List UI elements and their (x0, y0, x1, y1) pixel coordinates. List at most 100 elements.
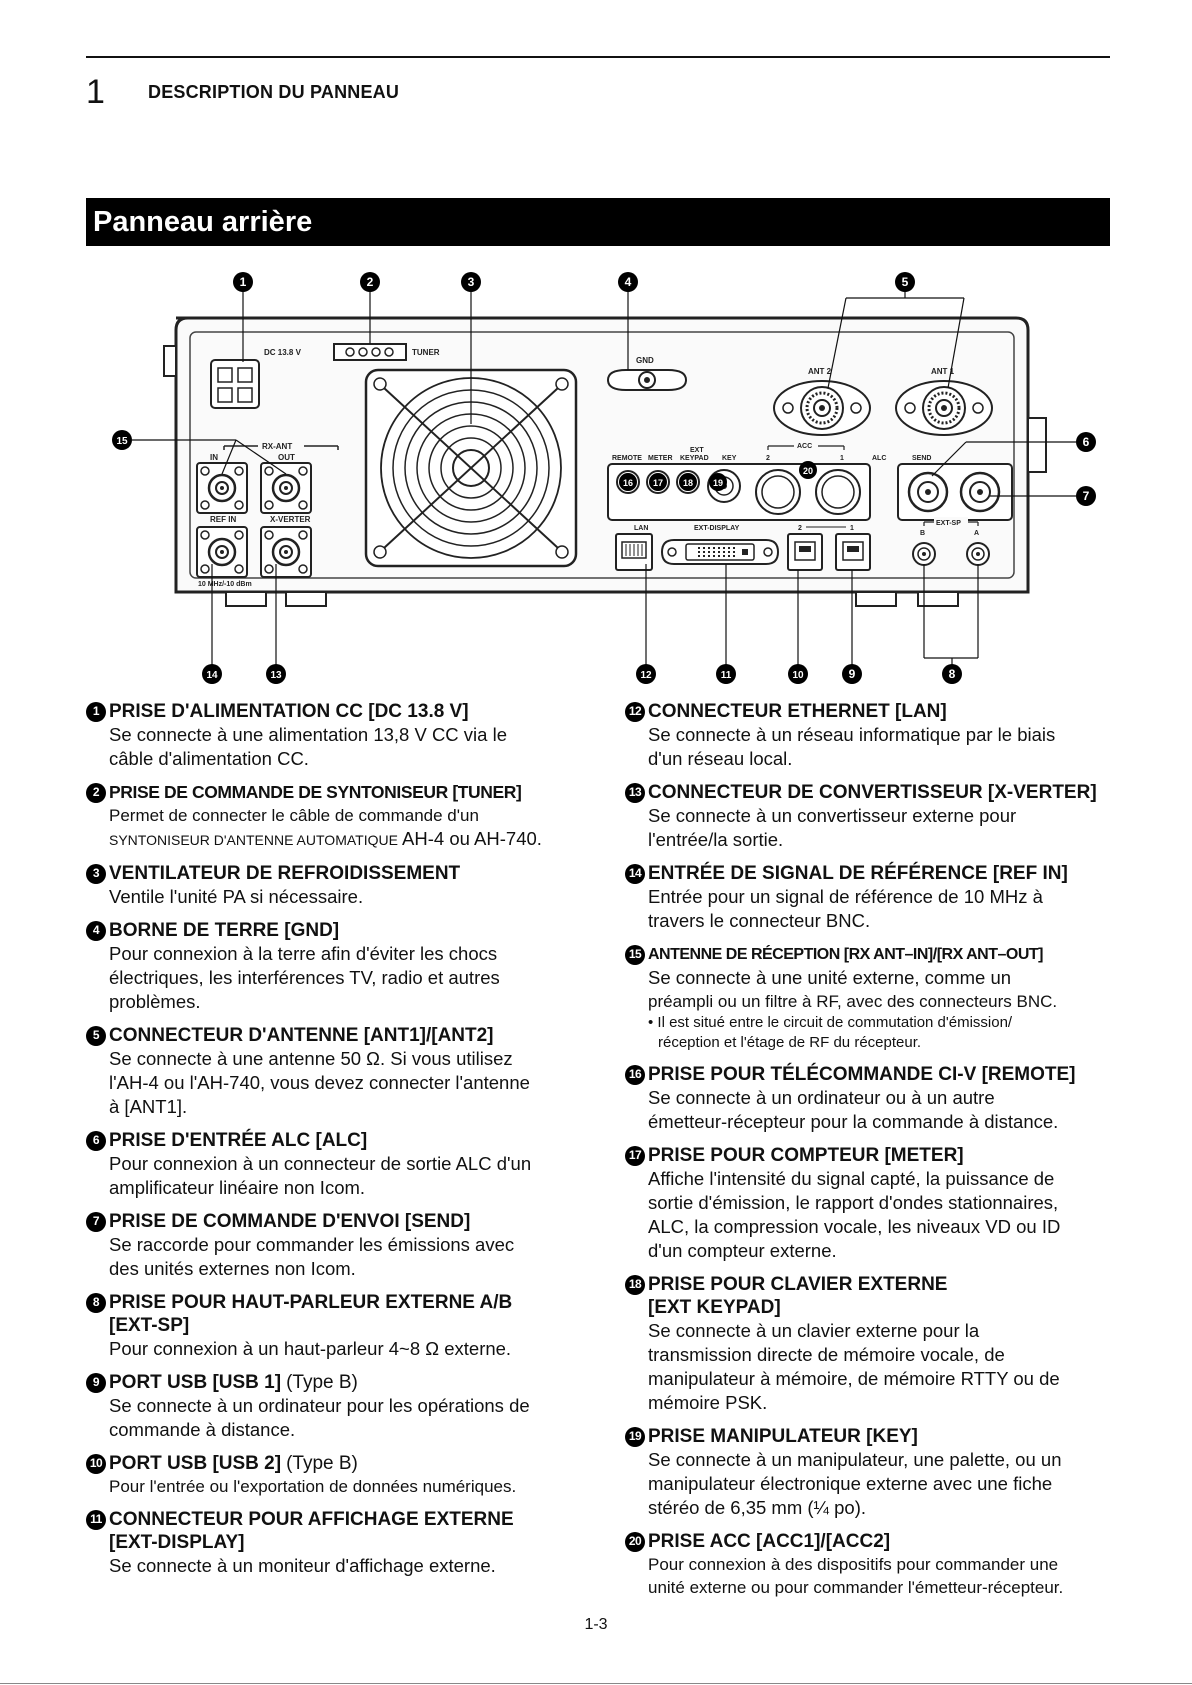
svg-text:5: 5 (902, 275, 909, 289)
item-title: PRISE POUR TÉLÉCOMMANDE CI-V [REMOTE] (648, 1064, 1076, 1085)
item-number: 13 (625, 782, 645, 803)
item-title-cont: [EXT KEYPAD] (648, 1297, 781, 1318)
callout-19: 19 (709, 473, 727, 491)
item-desc-line: l'entrée/la sortie. (648, 829, 784, 850)
callout-13: 13 (266, 664, 286, 684)
item-desc-line: mémoire PSK. (648, 1392, 768, 1413)
callout-4: 4 (618, 272, 638, 292)
item-number: 1 (86, 701, 106, 722)
label-alc: ALC (872, 455, 886, 462)
item-desc-line: Entrée pour un signal de référence de 10… (648, 886, 1043, 907)
item-number: 12 (625, 701, 645, 722)
item-title-cont: [EXT-SP] (109, 1315, 190, 1336)
svg-text:1: 1 (240, 275, 247, 289)
item-number: 5 (86, 1025, 106, 1046)
item-number: 18 (625, 1274, 645, 1295)
item-number: 9 (86, 1372, 106, 1393)
item-title: CONNECTEUR POUR AFFICHAGE EXTERNE (109, 1509, 514, 1530)
svg-text:12: 12 (640, 670, 652, 681)
svg-text:17: 17 (653, 478, 663, 488)
label-x-verter: X-VERTER (270, 515, 311, 524)
item-desc-line: émetteur-récepteur pour la commande à di… (648, 1111, 1059, 1132)
item-title: PRISE MANIPULATEUR [KEY] (648, 1426, 918, 1447)
item-desc-line: Se connecte à un moniteur d'affichage ex… (109, 1555, 496, 1576)
item-title: PRISE DE COMMANDE D'ENVOI [SEND] (109, 1211, 471, 1232)
item-desc-line: à [ANT1]. (109, 1096, 188, 1117)
item-desc-line: Se connecte à une alimentation 13,8 V CC… (109, 724, 507, 745)
svg-text:3: 3 (468, 275, 475, 289)
item-title: PORT USB [USB 1] (109, 1372, 282, 1393)
bottom-rule (0, 1683, 1192, 1684)
callout-20: 20 (799, 461, 817, 479)
item-desc-line: Se connecte à un convertisseur externe p… (648, 805, 1017, 826)
callout-18: 18 (679, 473, 697, 491)
top-rule (86, 56, 1110, 58)
label-rx-ant: RX-ANT (262, 442, 292, 451)
item-desc-line: Se connecte à un ordinateur ou à un autr… (648, 1087, 995, 1108)
svg-text:14: 14 (206, 670, 218, 681)
item-number: 7 (86, 1211, 106, 1232)
item-title: PRISE D'ALIMENTATION CC [DC 13.8 V] (109, 701, 469, 722)
item-number: 10 (86, 1453, 106, 1474)
callout-17: 17 (649, 473, 667, 491)
callout-15: 15 (112, 430, 132, 450)
label-remote: REMOTE (612, 455, 642, 462)
callout-3: 3 (461, 272, 481, 292)
callout-8: 8 (942, 664, 962, 684)
label-ext: EXT (690, 447, 704, 454)
item-desc-line: Se connecte à une antenne 50 Ω. Si vous … (109, 1048, 513, 1069)
svg-text:9: 9 (849, 667, 856, 681)
item-number: 19 (625, 1426, 645, 1447)
item-note-line: réception et l'étage de RF du récepteur. (658, 1034, 922, 1051)
item-desc-line: électriques, les interférences TV, radio… (109, 967, 500, 988)
item-title: PORT USB [USB 2] (109, 1453, 282, 1474)
item-desc-line: Ventile l'unité PA si nécessaire. (109, 886, 364, 907)
item-title: CONNECTEUR D'ANTENNE [ANT1]/[ANT2] (109, 1025, 494, 1046)
item-desc-line: Se connecte à un manipulateur, une palet… (648, 1449, 1062, 1470)
svg-text:13: 13 (270, 670, 282, 681)
label-acc2: 2 (766, 455, 770, 462)
callout-5: 5 (895, 272, 915, 292)
item-desc-line: problèmes. (109, 991, 201, 1012)
callout-2: 2 (360, 272, 380, 292)
svg-text:15: 15 (116, 436, 128, 447)
svg-text:11: 11 (721, 670, 732, 681)
label-acc: ACC (797, 443, 812, 450)
item-desc-line: l'AH-4 ou l'AH-740, vous devez connecter… (109, 1072, 530, 1093)
label-gnd: GND (636, 356, 654, 365)
item-desc-line: manipulateur à mémoire, de mémoire RTTY … (648, 1368, 1060, 1389)
label-ant2: ANT 2 (808, 367, 832, 376)
item-desc-line: manipulateur électronique externe avec u… (648, 1473, 1053, 1494)
item-desc-line: câble d'alimentation CC. (109, 748, 309, 769)
label-ant1: ANT 1 (931, 367, 955, 376)
item-desc-line: Pour connexion à des dispositifs pour co… (648, 1555, 1059, 1574)
svg-text:6: 6 (1083, 435, 1090, 449)
callout-9: 9 (842, 664, 862, 684)
label-keypad: KEYPAD (680, 455, 709, 462)
item-title: CONNECTEUR ETHERNET [LAN] (648, 701, 947, 722)
item-number: 4 (86, 920, 106, 941)
item-desc-line: Se connecte à un réseau informatique par… (648, 724, 1056, 745)
item-title: CONNECTEUR DE CONVERTISSEUR [X-VERTER] (648, 782, 1097, 803)
item-title: PRISE DE COMMANDE DE SYNTONISEUR [TUNER] (109, 782, 522, 802)
rear-panel-diagram: DC 13.8 V TUNER GND ANT 2 ANT 1 RX-ANT I… (86, 264, 1110, 700)
item-title: ANTENNE DE RÉCEPTION [RX ANT–IN]/[RX ANT… (648, 946, 1044, 963)
item-desc-line: Se connecte à une unité externe, comme u… (648, 967, 1012, 988)
item-number: 20 (625, 1531, 645, 1552)
item-title: PRISE POUR COMPTEUR [METER] (648, 1145, 964, 1166)
callout-16: 16 (619, 473, 637, 491)
item-title-extra: (Type B) (286, 1453, 358, 1474)
item-desc-line: transmission directe de mémoire vocale, … (648, 1344, 1005, 1365)
